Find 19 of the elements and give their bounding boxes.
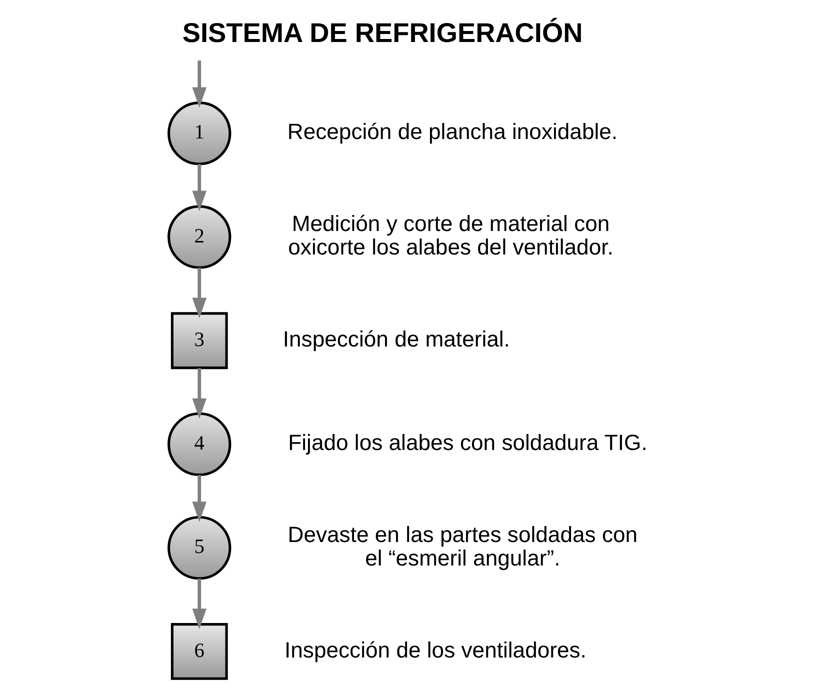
node-label: Inspección de los ventiladores.	[284, 637, 586, 662]
node-box: 6	[170, 623, 228, 680]
node-circle: 4	[168, 412, 232, 476]
arrow	[192, 578, 207, 630]
node-label: Recepción de plancha inoxidable.	[287, 119, 618, 144]
node-circle: 2	[168, 205, 232, 269]
node-label: Inspección de material.	[282, 326, 510, 352]
node-label: Fijado los alabes con soldadura TIG.	[288, 430, 648, 456]
node-circle: 1	[168, 102, 232, 166]
arrow	[192, 164, 207, 212]
diagram-title: SISTEMA DE REFRIGERACIÓN	[182, 16, 583, 48]
node-circle: 5	[168, 516, 232, 580]
arrow	[192, 268, 207, 318]
node-label: Devaste en las partes soldadas con el “esmeril angular”.	[288, 522, 638, 571]
arrow	[192, 60, 207, 108]
arrow	[192, 368, 207, 419]
node-label: Medición y corte de material con oxicorte los alabes del ventilador.	[288, 210, 614, 260]
arrow	[192, 474, 207, 522]
node-box: 3	[170, 312, 228, 370]
